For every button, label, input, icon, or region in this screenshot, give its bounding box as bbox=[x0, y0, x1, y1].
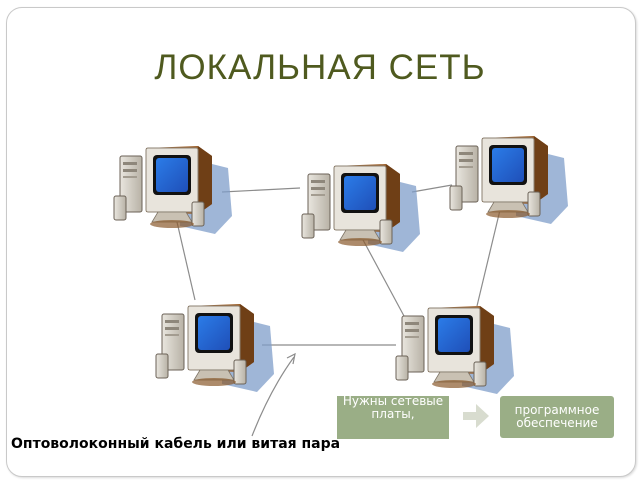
cable-lines bbox=[176, 184, 501, 346]
process-step-software: программное обеспечение bbox=[500, 396, 614, 438]
process-arrow-icon bbox=[463, 404, 489, 428]
cable-caption: Оптоволоконный кабель или витая пара bbox=[11, 436, 341, 452]
computer-top-right bbox=[449, 135, 569, 225]
cable-top-center-bottom-right bbox=[361, 237, 405, 317]
page-title: ЛОКАЛЬНАЯ СЕТЬ bbox=[154, 48, 486, 87]
cable-top-left-bottom-left bbox=[176, 221, 196, 301]
process-step-nics-label: Нужны сетевые платы, bbox=[342, 396, 444, 421]
cable-top-right-bottom-right bbox=[476, 209, 501, 307]
computer-top-center bbox=[301, 163, 421, 253]
computer-top-left bbox=[113, 145, 233, 235]
computer-bottom-right bbox=[395, 305, 515, 395]
computer-bottom-left bbox=[155, 303, 275, 393]
process-step-software-label: программное обеспечение bbox=[514, 403, 600, 430]
cable-top-left-center bbox=[221, 187, 301, 193]
pointer-arrow bbox=[251, 352, 296, 437]
cable-top-center-right bbox=[411, 184, 453, 193]
process-step-nics: Нужны сетевые платы, bbox=[337, 396, 449, 439]
